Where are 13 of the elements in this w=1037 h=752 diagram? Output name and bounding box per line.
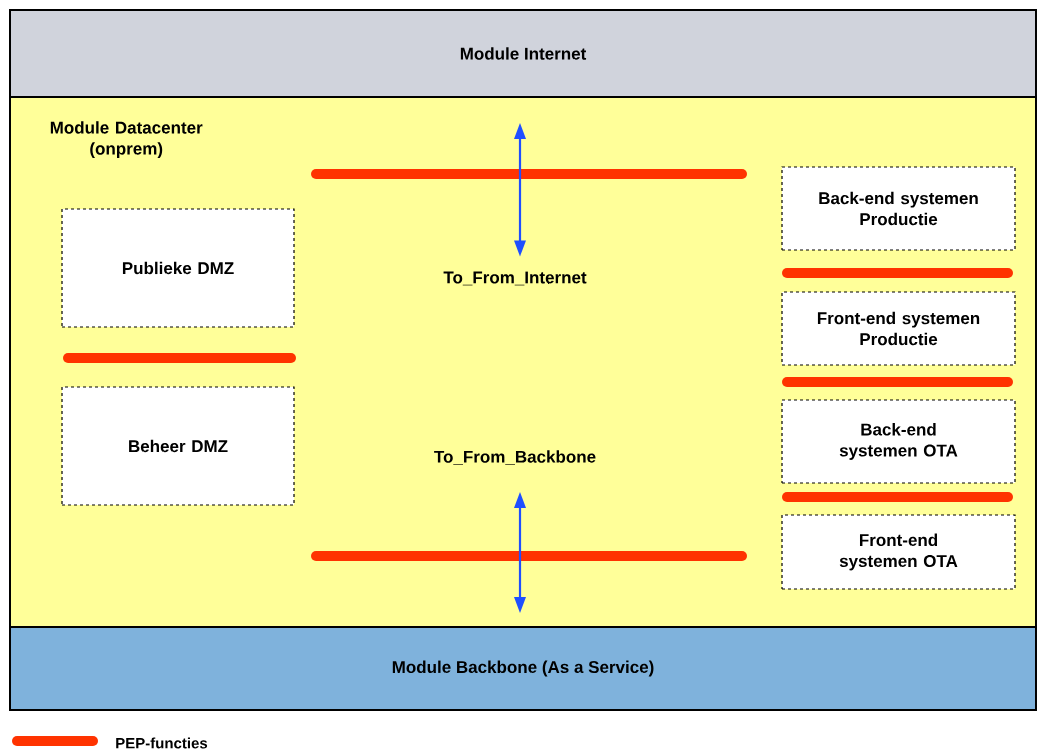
system-box: Beheer DMZ bbox=[61, 386, 295, 506]
double-arrow bbox=[514, 123, 526, 257]
system-box: Back-end systemen OTA bbox=[781, 399, 1016, 484]
module-band: Module Internet bbox=[9, 9, 1037, 98]
system-box: Back-end systemen Productie bbox=[781, 166, 1016, 251]
legend-text: PEP-functies bbox=[116, 737, 208, 749]
zone-label: To_From_Internet bbox=[443, 271, 587, 286]
module-band: Module Backbone (As a Service) bbox=[9, 626, 1037, 711]
system-box: Publieke DMZ bbox=[61, 208, 295, 328]
system-box: Front-end systemen OTA bbox=[781, 514, 1016, 590]
double-arrow bbox=[514, 491, 526, 613]
zone-label: To_From_Backbone bbox=[434, 450, 596, 465]
system-box: Front-end systemen Productie bbox=[781, 291, 1016, 366]
